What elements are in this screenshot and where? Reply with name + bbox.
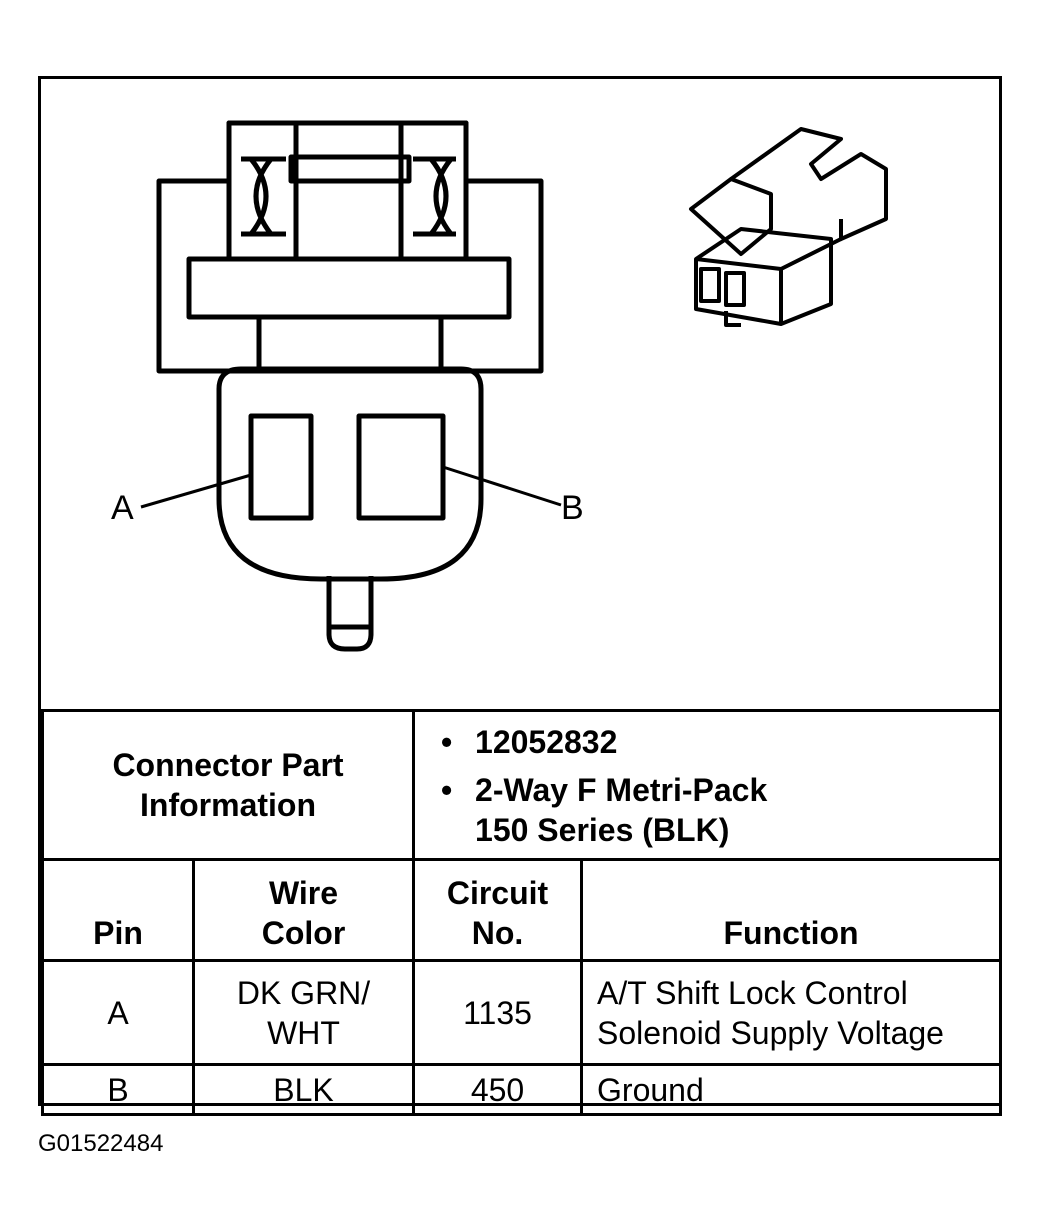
circuit-cell: 1135 xyxy=(412,959,584,1066)
wire-color-cell: BLK xyxy=(191,1063,416,1116)
connector-face-diagram xyxy=(140,120,888,652)
circuit-cell: 450 xyxy=(412,1063,584,1116)
connector-3d-sketch xyxy=(689,127,888,327)
header-function: Function xyxy=(580,858,1003,962)
header-wire-color: Wire Color xyxy=(191,858,416,962)
latch-bar xyxy=(186,256,512,320)
part-number: 12052832 xyxy=(441,722,985,762)
pin-cell: A xyxy=(41,959,195,1066)
cavity-b xyxy=(356,413,446,521)
connector-outer-body xyxy=(156,120,544,374)
function-cell: Ground xyxy=(580,1063,1003,1116)
left-latch xyxy=(226,120,299,262)
pin-a-callout: A xyxy=(111,489,134,527)
connector-housing xyxy=(216,366,484,582)
connector-info-values: 12052832 2-Way F Metri-Pack 150 Series (… xyxy=(412,709,1003,861)
connector-figure-frame: A B Connector Part Information 12052832 … xyxy=(38,76,1003,1116)
wire-color-cell: DK GRN/ WHT xyxy=(191,959,416,1066)
pin-cell: B xyxy=(41,1063,195,1116)
header-pin: Pin xyxy=(41,858,195,962)
right-latch xyxy=(398,120,469,262)
connector-info-row: Connector Part Information 12052832 2-Wa… xyxy=(40,709,1003,861)
polarizing-key xyxy=(326,576,374,652)
table-row: B BLK 450 Ground xyxy=(41,1063,1003,1116)
figure-code: G01522484 xyxy=(38,1130,164,1157)
cavity-a xyxy=(248,413,314,521)
table-header-row: Pin Wire Color Circuit No. Function xyxy=(41,858,1003,962)
header-circuit-no: Circuit No. xyxy=(412,858,584,962)
connector-pinout-table: Connector Part Information 12052832 2-Wa… xyxy=(40,709,1003,1116)
connector-type: 2-Way F Metri-Pack 150 Series (BLK) xyxy=(441,770,985,850)
table-row: A DK GRN/ WHT 1135 A/T Shift Lock Contro… xyxy=(41,959,1003,1066)
connector-info-label: Connector Part Information xyxy=(40,709,416,861)
function-cell: A/T Shift Lock Control Solenoid Supply V… xyxy=(580,959,1003,1066)
pin-b-callout: B xyxy=(561,489,584,527)
